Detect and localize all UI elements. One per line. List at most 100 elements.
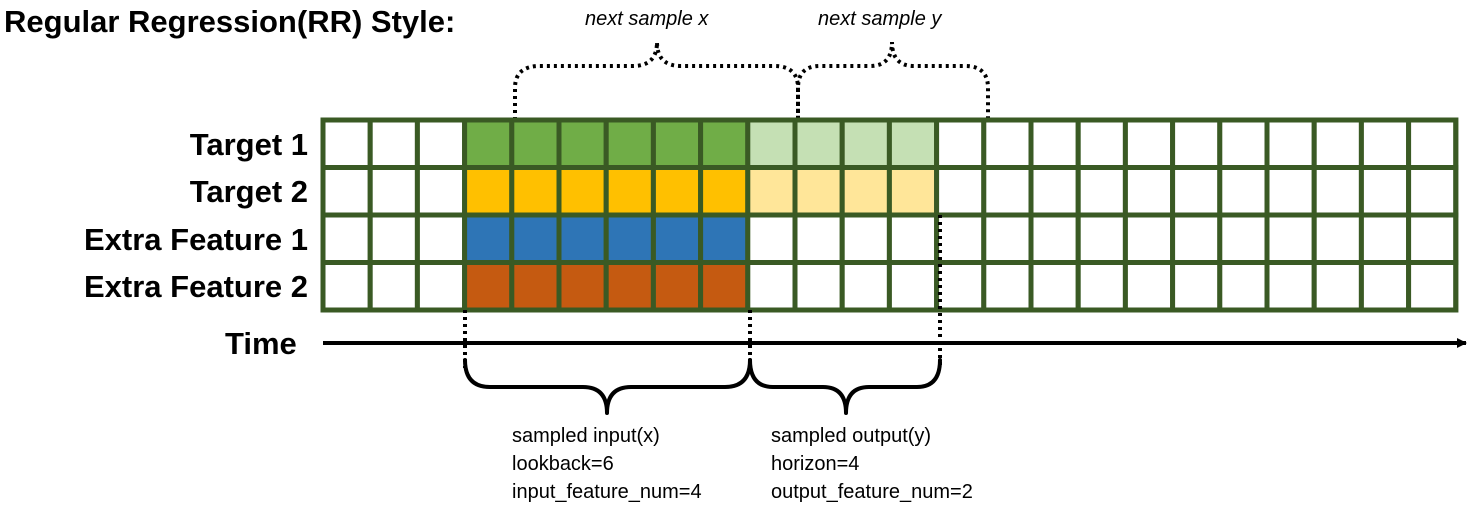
grid-cell-extra-feature-1-21 (1311, 212, 1364, 265)
output-note-feature-num: output_feature_num=2 (771, 481, 973, 503)
grid-cell-extra-feature-1-22 (1358, 212, 1412, 265)
grid-cell-extra-feature-2-6 (603, 260, 656, 313)
grid-cell-target-2-5 (556, 165, 609, 218)
grid-cell-target-1-17 (1122, 117, 1176, 170)
row-label-target-2: Target 2 (190, 174, 308, 209)
grid-cell-extra-feature-1-13 (934, 212, 987, 265)
row-label-extra-feature-2: Extra Feature 2 (84, 269, 308, 304)
grid-cell-extra-feature-2-23 (1406, 260, 1459, 313)
time-label: Time (225, 326, 297, 361)
grid-cell-extra-feature-1-2 (414, 212, 468, 265)
grid-cell-target-1-22 (1358, 117, 1412, 170)
grid-cell-extra-feature-1-15 (1028, 212, 1081, 265)
next-sample-y-label: next sample y (818, 8, 942, 30)
grid-cell-target-2-22 (1358, 165, 1412, 218)
grid-cell-target-1-18 (1170, 117, 1223, 170)
grid-cell-target-1-14 (981, 117, 1034, 170)
output-brace (748, 358, 942, 415)
grid-cell-target-2-21 (1311, 165, 1364, 218)
grid-cell-extra-feature-1-10 (792, 212, 845, 265)
grid-cell-extra-feature-1-7 (650, 212, 704, 265)
grid-cell-target-2-17 (1122, 165, 1176, 218)
grid-cell-extra-feature-2-12 (886, 260, 940, 313)
grid-cell-extra-feature-2-9 (745, 260, 798, 313)
grid-cell-target-2-10 (792, 165, 845, 218)
grid-cell-extra-feature-2-5 (556, 260, 609, 313)
grid-cell-extra-feature-1-17 (1122, 212, 1176, 265)
grid-cell-target-2-9 (745, 165, 798, 218)
grid-cell-extra-feature-2-22 (1358, 260, 1412, 313)
grid-cell-extra-feature-1-14 (981, 212, 1034, 265)
grid-cell-target-2-3 (462, 165, 515, 218)
next-sample-x-brace (513, 41, 800, 120)
grid-cell-extra-feature-1-18 (1170, 212, 1223, 265)
grid-cell-extra-feature-2-19 (1217, 260, 1270, 313)
grid-cell-target-2-15 (1028, 165, 1081, 218)
grid-cell-target-1-3 (462, 117, 515, 170)
grid-cell-target-1-21 (1311, 117, 1364, 170)
grid-cell-extra-feature-1-19 (1217, 212, 1270, 265)
grid-cell-extra-feature-2-15 (1028, 260, 1081, 313)
input-note-feature-num: input_feature_num=4 (512, 481, 702, 503)
grid-cell-target-2-16 (1075, 165, 1128, 218)
grid-cell-target-1-23 (1406, 117, 1459, 170)
grid-cell-extra-feature-2-1 (367, 260, 420, 313)
grid-cell-target-1-1 (367, 117, 420, 170)
output-note-title: sampled output(y) (771, 425, 931, 447)
grid-cell-target-1-7 (650, 117, 704, 170)
grid-cell-target-2-20 (1264, 165, 1317, 218)
grid-cell-extra-feature-2-0 (320, 260, 373, 313)
grid-cell-target-2-2 (414, 165, 468, 218)
grid-cell-extra-feature-1-1 (367, 212, 420, 265)
grid-cell-target-1-19 (1217, 117, 1270, 170)
grid-cell-target-2-0 (320, 165, 373, 218)
diagram-title: Regular Regression(RR) Style: (4, 4, 455, 39)
grid-outline (320, 117, 1459, 313)
grid-cell-target-1-2 (414, 117, 468, 170)
grid-cell-extra-feature-1-4 (509, 212, 562, 265)
grid-cell-target-2-14 (981, 165, 1034, 218)
grid-cell-target-1-13 (934, 117, 987, 170)
grid-cell-extra-feature-2-3 (462, 260, 515, 313)
grid-cell-extra-feature-1-23 (1406, 212, 1459, 265)
grid-cell-target-2-13 (934, 165, 987, 218)
row-labels: Target 1 Target 2 Extra Feature 1 Extra … (84, 127, 308, 304)
grid-cell-extra-feature-2-21 (1311, 260, 1364, 313)
grid-cell-target-1-6 (603, 117, 656, 170)
grid-cell-target-1-16 (1075, 117, 1128, 170)
grid-cell-extra-feature-1-16 (1075, 212, 1128, 265)
grid-cell-extra-feature-2-18 (1170, 260, 1223, 313)
grid-cell-target-1-11 (839, 117, 892, 170)
grid-cell-extra-feature-1-11 (839, 212, 892, 265)
output-note-horizon: horizon=4 (771, 453, 859, 475)
grid-cell-target-2-19 (1217, 165, 1270, 218)
grid-cell-target-1-8 (698, 117, 751, 170)
grid-cell-target-1-20 (1264, 117, 1317, 170)
grid-cell-target-2-8 (698, 165, 751, 218)
grid-cell-target-1-4 (509, 117, 562, 170)
row-label-target-1: Target 1 (190, 127, 308, 162)
grid-cell-extra-feature-1-8 (698, 212, 751, 265)
grid-cell-extra-feature-2-4 (509, 260, 562, 313)
grid-cell-extra-feature-2-11 (839, 260, 892, 313)
grid-cell-extra-feature-2-8 (698, 260, 751, 313)
input-note-title: sampled input(x) (512, 425, 660, 447)
next-sample-x-label: next sample x (585, 8, 709, 30)
grid-cell-target-2-11 (839, 165, 892, 218)
next-sample-y-brace (796, 41, 990, 120)
grid-cell-extra-feature-1-5 (556, 212, 609, 265)
grid-cell-extra-feature-1-3 (462, 212, 515, 265)
grid-cell-extra-feature-2-16 (1075, 260, 1128, 313)
grid-cell-extra-feature-1-6 (603, 212, 656, 265)
grid-cell-target-2-12 (886, 165, 940, 218)
grid-cell-target-2-6 (603, 165, 656, 218)
grid-cell-target-2-23 (1406, 165, 1459, 218)
grid-cell-extra-feature-1-20 (1264, 212, 1317, 265)
grid-cell-target-2-1 (367, 165, 420, 218)
input-note-lookback: lookback=6 (512, 453, 614, 475)
grid-cell-extra-feature-2-14 (981, 260, 1034, 313)
grid-cell-target-2-18 (1170, 165, 1223, 218)
grid-cell-target-2-7 (650, 165, 704, 218)
grid-cell-target-1-0 (320, 117, 373, 170)
